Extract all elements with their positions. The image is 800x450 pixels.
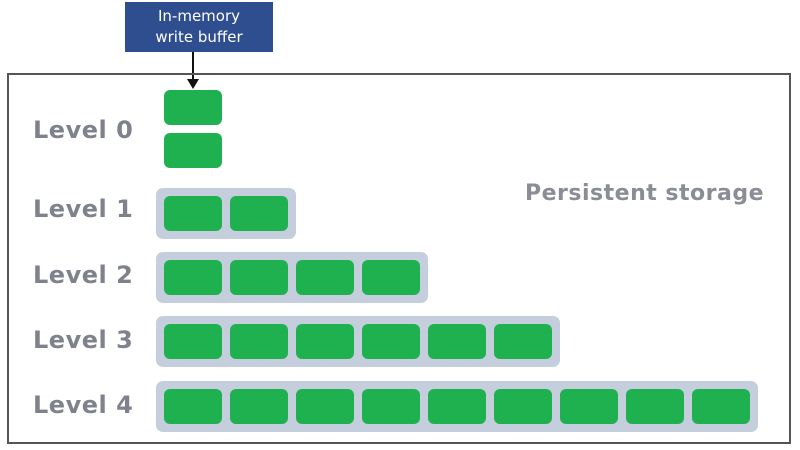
write-buffer-label-line2: write buffer xyxy=(155,28,243,46)
level-4-block xyxy=(362,389,420,424)
level-3-block xyxy=(230,324,288,359)
level-3-block xyxy=(494,324,552,359)
level-1-label: Level 1 xyxy=(33,195,134,223)
level-3-tray xyxy=(156,316,560,367)
flush-arrow-head xyxy=(187,79,199,89)
level-4-block xyxy=(164,389,222,424)
level-0-block xyxy=(164,90,222,125)
level-4-block xyxy=(296,389,354,424)
level-4-label: Level 4 xyxy=(33,391,134,419)
persistent-storage-label: Persistent storage xyxy=(525,181,764,206)
level-3-block xyxy=(362,324,420,359)
level-3-block xyxy=(164,324,222,359)
write-buffer-label-line1: In-memory xyxy=(157,7,241,25)
level-3-block xyxy=(296,324,354,359)
flush-arrow-line xyxy=(192,52,194,80)
level-4-block xyxy=(692,389,750,424)
level-4-block xyxy=(626,389,684,424)
level-4-block xyxy=(494,389,552,424)
level-2-block xyxy=(164,260,222,295)
level-2-block xyxy=(230,260,288,295)
level-0-block xyxy=(164,133,222,168)
level-2-block xyxy=(362,260,420,295)
level-4-block xyxy=(560,389,618,424)
level-4-block xyxy=(428,389,486,424)
level-0-label: Level 0 xyxy=(33,116,134,144)
persistent-storage-box xyxy=(7,73,791,444)
level-2-block xyxy=(296,260,354,295)
level-1-block xyxy=(230,196,288,231)
level-3-block xyxy=(428,324,486,359)
in-memory-write-buffer: In-memory write buffer xyxy=(125,2,273,52)
level-4-block xyxy=(230,389,288,424)
level-2-label: Level 2 xyxy=(33,261,134,289)
level-3-label: Level 3 xyxy=(33,326,134,354)
level-1-block xyxy=(164,196,222,231)
